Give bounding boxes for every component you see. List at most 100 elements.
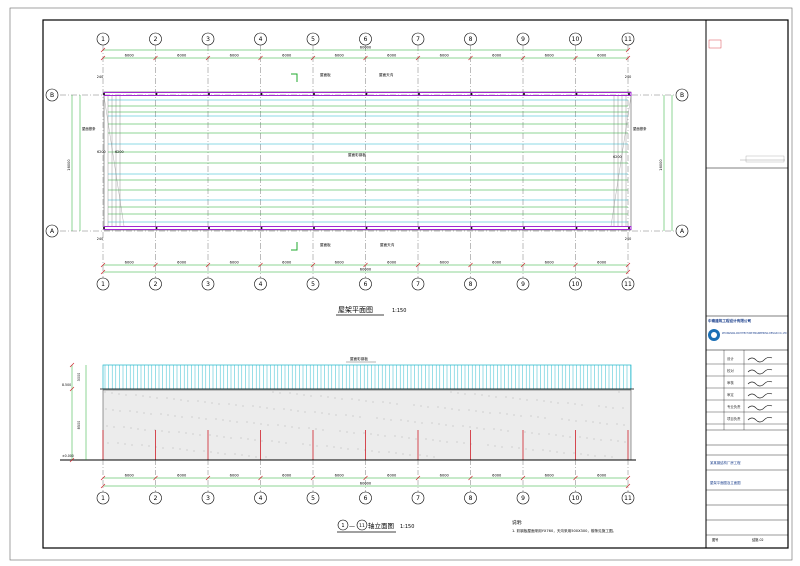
plan-top-dim-label: 6000 xyxy=(440,54,450,58)
elev-wall-texture xyxy=(518,447,520,449)
elev-title: 轴立面图 xyxy=(368,521,394,530)
elev-wall-texture xyxy=(357,448,359,450)
column-dot xyxy=(208,93,210,95)
plan-grid-label: 9 xyxy=(521,281,525,288)
elev-wall-texture xyxy=(316,445,318,447)
elev-wall-texture xyxy=(271,440,273,442)
column-dot xyxy=(155,227,158,229)
tb-box xyxy=(745,155,785,163)
elev-wall-texture xyxy=(228,403,230,405)
tb-project: 某某钢结构厂房工程 xyxy=(710,460,741,465)
plan-grid-bubble-bottom xyxy=(201,277,215,291)
elev-grid-bubble xyxy=(621,491,635,505)
plan-grid-bubble-top xyxy=(411,32,425,46)
elev-wall-texture xyxy=(297,410,299,412)
elev-level-eave: 8.500 xyxy=(62,383,71,387)
elev-wall-texture xyxy=(253,422,255,424)
elev-wall-texture xyxy=(340,447,342,449)
section-marker xyxy=(291,242,298,251)
plan-grid-label: 8 xyxy=(469,36,473,43)
elev-wall-texture xyxy=(557,402,559,404)
elev-wall-texture xyxy=(409,454,411,456)
elev-wall-texture xyxy=(580,453,582,455)
elev-wall-texture xyxy=(224,453,226,455)
elev-wall-texture xyxy=(536,399,538,401)
plan-grid-label: 1 xyxy=(101,281,105,288)
elev-wall-texture xyxy=(352,415,354,417)
column-dot xyxy=(418,227,420,229)
elev-wall-texture xyxy=(594,455,596,457)
plan-bot-dim-tick xyxy=(573,262,578,268)
elev-wall-texture xyxy=(622,407,624,409)
elev-wall-texture xyxy=(223,436,225,438)
elev-wall-texture xyxy=(610,439,612,441)
plan-top-dim-tick xyxy=(205,55,211,61)
plan-note-left: 屋面檩条 xyxy=(82,126,96,131)
elev-title-circle-a xyxy=(337,519,349,531)
elev-wall-texture xyxy=(242,405,244,407)
elev-wall-texture xyxy=(341,398,343,400)
elev-dim-label: 6000 xyxy=(335,474,345,478)
plan-grid-label: 3 xyxy=(206,36,210,43)
tb-drawing: 屋架平面图及立面图 xyxy=(710,480,741,485)
elev-wall-texture xyxy=(544,417,546,419)
plan-grid-bubble-bottom xyxy=(621,277,635,291)
plan-side-overall-left: 16000 xyxy=(67,159,71,171)
elev-grid-label: 2 xyxy=(154,495,158,502)
elev-wall-texture xyxy=(574,403,576,405)
elev-wall-texture xyxy=(308,427,310,429)
elev-wall-texture xyxy=(216,435,218,437)
elev-wall-texture xyxy=(563,452,565,454)
tb-sheet-no: 结施-02 xyxy=(752,537,764,542)
elev-grid-bubble xyxy=(464,491,477,505)
elev-wall-texture xyxy=(173,398,175,400)
elev-wall-texture xyxy=(556,451,558,453)
elev-wall-texture xyxy=(495,396,497,398)
plan-grid-label: 2 xyxy=(154,281,158,288)
plan-row-label: A xyxy=(50,228,55,235)
elev-wall-texture xyxy=(298,427,300,429)
elev-wall-texture xyxy=(561,418,563,420)
elev-wall-texture xyxy=(618,391,620,393)
elev-wall-texture xyxy=(255,456,257,458)
elev-wall-texture xyxy=(185,432,187,434)
elev-wall-texture xyxy=(408,437,410,439)
plan-side-small-left-2: 6200 xyxy=(115,150,124,154)
elev-wall-texture xyxy=(246,421,248,423)
column-dot xyxy=(365,227,368,229)
elev-wall-texture xyxy=(174,415,176,417)
elev-wall-texture xyxy=(437,406,439,408)
plan-side-small-left: 6200 xyxy=(97,150,106,154)
elev-wall-texture xyxy=(543,400,545,402)
elev-wall-texture xyxy=(468,409,470,411)
column-dot xyxy=(523,93,525,95)
elev-wall-texture xyxy=(390,419,392,421)
plan-grid-bubble-bottom xyxy=(306,277,320,291)
elev-left-dim-mid: 8500 xyxy=(77,421,81,430)
elev-wall-texture xyxy=(446,441,448,443)
plan-grid-bubble-top xyxy=(201,32,215,46)
elev-wall-texture xyxy=(586,437,588,439)
elev-dim-tick xyxy=(520,475,526,481)
elev-wall-texture xyxy=(616,423,618,425)
column-dot xyxy=(418,93,420,95)
plan-side-overall-right: 16000 xyxy=(659,159,663,171)
plan-top-dim-tick xyxy=(310,55,316,61)
elev-dim-tick xyxy=(363,475,368,481)
plan-top-dim-tick xyxy=(363,55,368,61)
plan-top-dim-tick xyxy=(468,55,473,61)
company-name-en: ZHONGNAN ARCHITECTURE ENGINEERING DESIGN… xyxy=(722,332,787,335)
column-dot xyxy=(313,227,315,229)
elev-dim-label: 6000 xyxy=(440,474,450,478)
plan-top-dim-label: 6000 xyxy=(125,54,135,58)
plan-grid-bubble-bottom xyxy=(254,277,267,291)
elev-wall-texture xyxy=(519,398,521,400)
elev-wall-texture xyxy=(359,416,361,418)
plan-bot-dim-label: 6000 xyxy=(440,261,450,265)
elev-wall-texture xyxy=(199,434,201,436)
elev-wall-texture xyxy=(278,441,280,443)
elev-wall-texture xyxy=(117,442,119,444)
elev-wall-texture xyxy=(538,433,540,435)
elev-grid-bubble xyxy=(306,491,320,505)
